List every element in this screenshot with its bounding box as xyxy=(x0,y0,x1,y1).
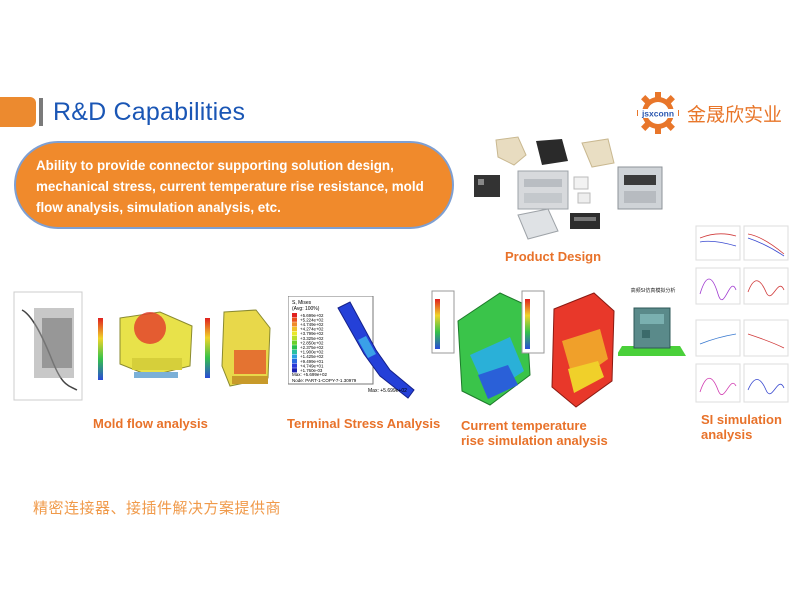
stress-legend-swatch xyxy=(292,336,297,341)
caption-product-design: Product Design xyxy=(505,249,602,264)
stress-legend-value: +4.749e+01 xyxy=(300,363,324,368)
stress-legend-value: +3.799e+02 xyxy=(300,331,324,336)
logo-text: jsxconn xyxy=(641,109,674,119)
gear-logo-icon: jsxconn xyxy=(637,92,679,134)
stress-legend-value: +5.224e+02 xyxy=(300,317,324,322)
stress-legend-swatch xyxy=(292,331,297,336)
stress-legend-title: S, Mises xyxy=(292,300,312,306)
stress-legend-value: +1.760e-03 xyxy=(300,368,323,373)
stress-legend-swatch xyxy=(292,354,297,359)
stress-legend-value: +1.425e+02 xyxy=(300,354,324,359)
title-accent-block xyxy=(0,97,36,127)
caption-terminal-stress: Terminal Stress Analysis xyxy=(287,416,441,431)
stress-legend-value: +4.274e+02 xyxy=(300,327,324,332)
caption-si-line2: analysis xyxy=(701,427,753,442)
caption-current-temperature: Current temperature rise simulation anal… xyxy=(461,418,608,448)
stress-legend-swatch xyxy=(292,313,297,318)
page-title: R&D Capabilities xyxy=(53,97,246,126)
stress-legend-value: +1.900e+02 xyxy=(300,350,324,355)
si-model-image: 高频SI仿真模拟分析 xyxy=(618,284,688,364)
stress-legend-swatch xyxy=(292,349,297,354)
stress-legend-swatch xyxy=(292,322,297,327)
capabilities-banner: Ability to provide connector supporting … xyxy=(14,141,454,229)
stress-legend-value: +5.699e+02 xyxy=(300,313,324,318)
section-header: R&D Capabilities xyxy=(0,97,245,127)
stress-max-label: Max: +5.699e+02 xyxy=(368,388,407,394)
current-temperature-image xyxy=(430,285,630,413)
stress-legend-swatch xyxy=(292,368,297,373)
caption-mold-flow: Mold flow analysis xyxy=(93,416,208,431)
title-accent-bar xyxy=(39,98,43,126)
banner-line-2: mechanical stress, current temperature r… xyxy=(36,179,424,194)
footer-tagline: 精密连接器、接插件解决方案提供商 xyxy=(33,499,282,517)
si-model-label: 高频SI仿真模拟分析 xyxy=(631,287,676,294)
stress-legend-value: +2.850e+02 xyxy=(300,340,324,345)
brand-name: 金晟欣实业 xyxy=(687,103,783,126)
caption-current-temperature-line1: Current temperature xyxy=(461,418,587,433)
stress-legend-swatch xyxy=(292,345,297,350)
caption-current-temperature-line2: rise simulation analysis xyxy=(461,433,608,448)
stress-legend-value: +9.499e+01 xyxy=(300,359,324,364)
si-charts-image xyxy=(694,224,790,414)
caption-si-simulation: SI simulation analysis xyxy=(701,412,782,442)
caption-si-line1: SI simulation xyxy=(701,412,782,427)
brand-logo: jsxconn 金晟欣实业 xyxy=(637,92,782,134)
banner-line-3: flow analysis, simulation analysis, etc. xyxy=(36,200,281,215)
stress-legend-value: +4.749e+02 xyxy=(300,322,324,327)
stress-legend-value: +2.375e+02 xyxy=(300,345,324,350)
stress-legend-swatch xyxy=(292,359,297,364)
banner-line-1: Ability to provide connector supporting … xyxy=(36,158,394,173)
stress-legend-subtitle: (Avg: 100%) xyxy=(292,306,320,312)
stress-legend-swatch xyxy=(292,363,297,368)
product-design-image xyxy=(466,135,676,250)
mold-flow-image xyxy=(12,290,274,405)
stress-legend-swatch xyxy=(292,340,297,345)
terminal-stress-image: S, Mises (Avg: 100%) +5.699e+02+5.224e+0… xyxy=(288,296,428,416)
stress-legend-value: +3.325e+02 xyxy=(300,336,324,341)
stress-legend-max: Max: +5.699e+02 xyxy=(292,372,328,377)
stress-legend-swatch xyxy=(292,317,297,322)
stress-legend-node: Node: PART-1-COPY-7-1.30979 xyxy=(292,378,357,383)
stress-legend-swatch xyxy=(292,326,297,331)
